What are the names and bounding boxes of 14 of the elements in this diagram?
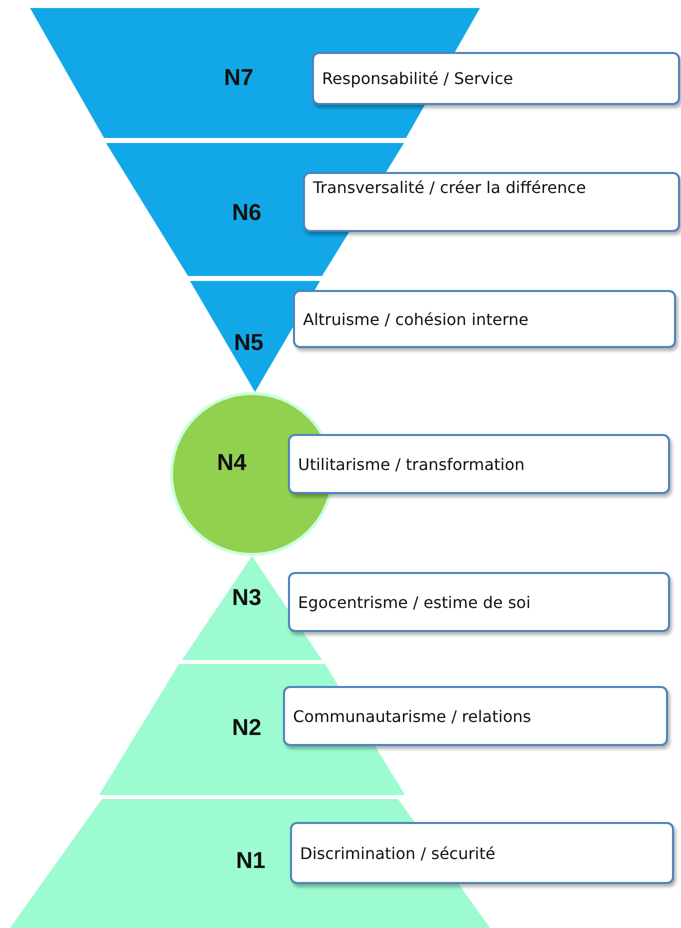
level-label: N2: [232, 716, 262, 739]
level-label: N4: [217, 451, 246, 474]
level-label: N6: [232, 201, 262, 224]
level-label: N7: [224, 66, 254, 89]
level-label: N3: [232, 586, 262, 609]
description-box: Utilitarisme / transformation: [288, 434, 670, 494]
description-box: Altruisme / cohésion interne: [293, 290, 676, 348]
description-box: Responsabilité / Service: [312, 52, 680, 105]
description-box: Egocentrisme / estime de soi: [288, 572, 670, 632]
description-box: Discrimination / sécurité: [290, 822, 674, 884]
level-label: N1: [236, 849, 266, 872]
description-box: Communautarisme / relations: [283, 686, 668, 746]
description-box: Transversalité / créer la différence: [303, 172, 680, 232]
level-label: N5: [234, 331, 264, 354]
